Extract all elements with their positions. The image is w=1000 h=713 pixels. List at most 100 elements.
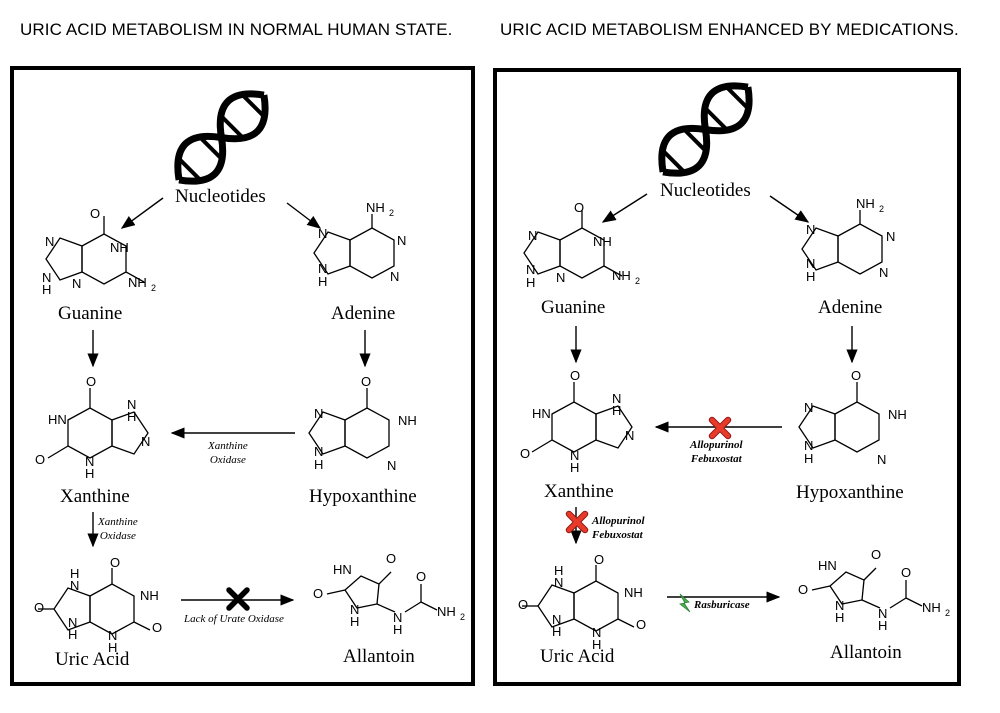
svg-text:H: H: [108, 640, 117, 655]
left-panel: [10, 66, 475, 686]
xanthine-structure: [47, 388, 149, 459]
svg-text:N: N: [85, 454, 94, 469]
allantoin-structure: [811, 567, 923, 609]
svg-text:N: N: [570, 448, 579, 463]
svg-text:O: O: [152, 620, 162, 635]
svg-text:O: O: [798, 582, 808, 597]
svg-text:H: H: [314, 457, 323, 472]
svg-text:H: H: [552, 624, 561, 639]
svg-text:N: N: [70, 578, 79, 593]
svg-text:HN: HN: [532, 406, 551, 421]
svg-text:O: O: [386, 551, 396, 566]
nh-label: NH: [110, 240, 129, 255]
svg-text:N: N: [42, 270, 51, 285]
svg-text:N: N: [878, 606, 887, 621]
svg-text:O: O: [86, 374, 96, 389]
left-guanine-label: Guanine: [58, 303, 123, 324]
svg-text:N: N: [879, 265, 888, 280]
svg-text:N: N: [806, 256, 815, 271]
svg-text:N: N: [835, 598, 844, 613]
left-adenine-label: Adenine: [331, 303, 396, 324]
left-hypoxanthine-label: Hypoxanthine: [309, 486, 417, 507]
svg-text:H: H: [804, 451, 813, 466]
dna-helix-icon: [174, 90, 269, 185]
arrow-right-nuc-guanine: [601, 193, 648, 223]
svg-text:HN: HN: [333, 562, 352, 577]
hypoxanthine-structure: [308, 388, 390, 459]
adenine-structure: [801, 210, 883, 275]
svg-text:N: N: [45, 234, 54, 249]
left-nucleotides-label: Nucleotides: [175, 186, 266, 207]
svg-text:O: O: [574, 200, 584, 215]
svg-text:NH: NH: [398, 413, 417, 428]
hypoxanthine-structure: [798, 382, 880, 453]
svg-text:H: H: [835, 610, 844, 625]
right-hypoxanthine-label: Hypoxanthine: [796, 482, 904, 503]
svg-text:N: N: [592, 625, 601, 640]
svg-text:N: N: [397, 233, 406, 248]
arrow-right-nuc-adenine: [769, 195, 810, 223]
guanine-structure: [45, 216, 145, 285]
svg-text:H: H: [70, 566, 79, 581]
svg-text:NH: NH: [856, 196, 875, 211]
left-title: URIC ACID METABOLISM IN NORMAL HUMAN STA…: [20, 20, 453, 39]
right-nucleotides-label: Nucleotides: [660, 180, 751, 201]
arrow-left-nuc-guanine: [120, 197, 164, 229]
dna-helix-icon: [658, 82, 753, 177]
svg-text:H: H: [612, 403, 621, 418]
svg-text:H: H: [554, 563, 563, 578]
svg-text:H: H: [570, 460, 579, 475]
svg-text:NH: NH: [624, 585, 643, 600]
svg-text:N: N: [393, 610, 402, 625]
svg-text:O: O: [110, 555, 120, 570]
block-x-icon: [226, 587, 250, 611]
left-enzyme-ua-label: Lack of Urate Oxidase: [184, 613, 284, 625]
svg-text:NH: NH: [612, 268, 631, 283]
left-allantoin-label: Allantoin: [343, 646, 415, 667]
right-title: URIC ACID METABOLISM ENHANCED BY MEDICAT…: [500, 20, 959, 39]
uric-acid-structure: [38, 568, 151, 635]
svg-text:O: O: [416, 569, 426, 584]
o-label: O: [90, 206, 100, 221]
svg-text:N: N: [554, 575, 563, 590]
right-panel: [493, 68, 961, 686]
svg-text:N: N: [108, 628, 117, 643]
svg-text:2: 2: [460, 612, 465, 622]
right-xanthine-label: Xanthine: [544, 481, 614, 502]
svg-text:O: O: [871, 547, 881, 562]
svg-text:N: N: [552, 612, 561, 627]
right-drug-hx-label: Allopurinol Febuxostat: [690, 439, 743, 465]
svg-text:O: O: [851, 368, 861, 383]
lightning-icon: [679, 593, 691, 613]
svg-text:H: H: [68, 627, 77, 642]
svg-text:NH: NH: [888, 407, 907, 422]
svg-text:N: N: [625, 428, 634, 443]
svg-text:2: 2: [151, 283, 156, 293]
svg-text:N: N: [877, 452, 886, 467]
svg-text:N: N: [526, 262, 535, 277]
guanine-structure: [523, 210, 623, 279]
svg-text:N: N: [387, 458, 396, 473]
svg-text:N: N: [72, 276, 81, 291]
svg-text:N: N: [886, 229, 895, 244]
svg-text:O: O: [636, 617, 646, 632]
svg-text:NH: NH: [593, 234, 612, 249]
svg-text:N: N: [141, 434, 150, 449]
svg-text:H: H: [878, 618, 887, 633]
svg-text:O: O: [520, 446, 530, 461]
svg-text:N: N: [804, 438, 813, 453]
svg-text:N: N: [314, 406, 323, 421]
svg-text:N: N: [318, 261, 327, 276]
svg-text:H: H: [85, 466, 94, 481]
left-uric-acid-label: Uric Acid: [55, 649, 130, 670]
right-guanine-label: Guanine: [541, 297, 606, 318]
svg-text:H: H: [42, 282, 51, 297]
svg-text:O: O: [35, 452, 45, 467]
svg-text:2: 2: [635, 276, 640, 286]
left-xanthine-label: Xanthine: [60, 486, 130, 507]
svg-text:O: O: [594, 552, 604, 567]
svg-text:NH: NH: [140, 588, 159, 603]
svg-text:N: N: [556, 270, 565, 285]
block-x-icon: [708, 416, 732, 440]
